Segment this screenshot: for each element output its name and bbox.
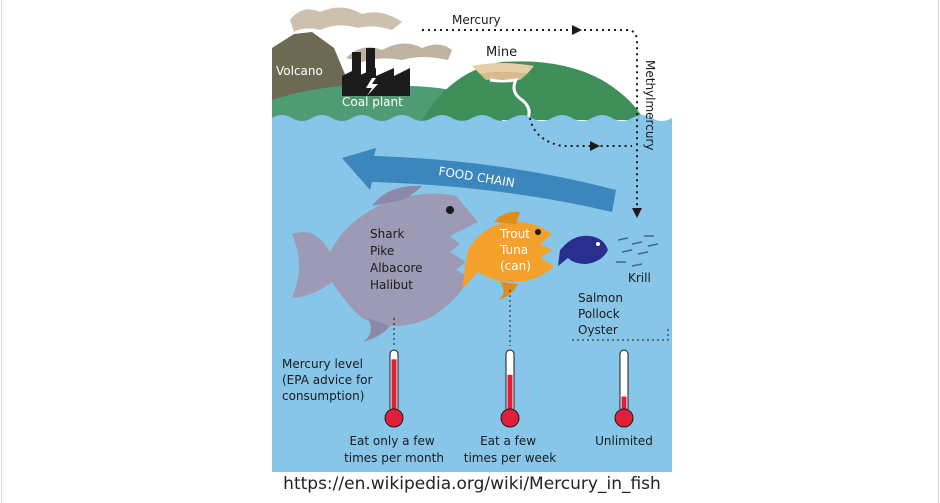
advice-label-unlimited: Unlimited bbox=[595, 434, 653, 448]
species-item: Oyster bbox=[578, 323, 618, 337]
species-item: Shark bbox=[370, 227, 405, 241]
small-fish-species-label: Salmon Pollock Oyster bbox=[578, 291, 627, 337]
water bbox=[272, 115, 672, 472]
small-fish bbox=[558, 235, 608, 266]
species-item: Tuna bbox=[499, 243, 528, 257]
thermometer-mercury-fill bbox=[621, 396, 627, 412]
mine-hill bbox=[422, 61, 644, 120]
right-frame-line bbox=[938, 0, 939, 503]
methylmercury-label: Methylmercury bbox=[643, 60, 657, 150]
advice-label-monthly: Eat only a few times per month bbox=[344, 434, 444, 465]
thermometer-mercury-fill bbox=[391, 359, 397, 412]
mid-fish-species-label: Trout Tuna (can) bbox=[499, 227, 534, 273]
thermometer-bulb bbox=[384, 408, 404, 428]
food-chain-arrow: FOOD CHAIN bbox=[342, 148, 616, 212]
mid-fish bbox=[462, 211, 554, 300]
left-frame-line bbox=[1, 0, 2, 503]
mercury-label: Mercury bbox=[452, 13, 501, 27]
big-fish bbox=[292, 185, 478, 342]
thermometer-bulb bbox=[500, 408, 520, 428]
coal-plant-label: Coal plant bbox=[342, 95, 403, 109]
coal-plant-icon bbox=[342, 43, 452, 96]
mercury-food-chain-diagram: Volcano Coal plant Mine Mercury Methylme… bbox=[272, 0, 672, 472]
advice-label-weekly: Eat a few times per week bbox=[464, 434, 557, 465]
thermometers bbox=[384, 349, 634, 428]
big-fish-species-label: Shark Pike Albacore Halibut bbox=[370, 227, 426, 292]
krill-icon bbox=[616, 235, 659, 267]
thermometer-mercury-fill bbox=[507, 374, 513, 412]
volcano-label: Volcano bbox=[276, 64, 323, 78]
thermometer-bulb bbox=[614, 408, 634, 428]
mercury-flow-arrow bbox=[422, 29, 638, 216]
mercury-level-label: Mercury level (EPA advice for consumptio… bbox=[282, 357, 376, 403]
species-item: Halibut bbox=[370, 278, 413, 292]
source-url: https://en.wikipedia.org/wiki/Mercury_in… bbox=[283, 474, 661, 494]
krill-label: Krill bbox=[628, 271, 651, 285]
species-item: Pollock bbox=[578, 307, 620, 321]
species-item: Trout bbox=[499, 227, 530, 241]
species-item: Salmon bbox=[578, 291, 623, 305]
mine-label: Mine bbox=[486, 45, 517, 60]
species-item: (can) bbox=[500, 259, 531, 273]
species-item: Pike bbox=[370, 244, 394, 258]
species-item: Albacore bbox=[370, 261, 423, 275]
